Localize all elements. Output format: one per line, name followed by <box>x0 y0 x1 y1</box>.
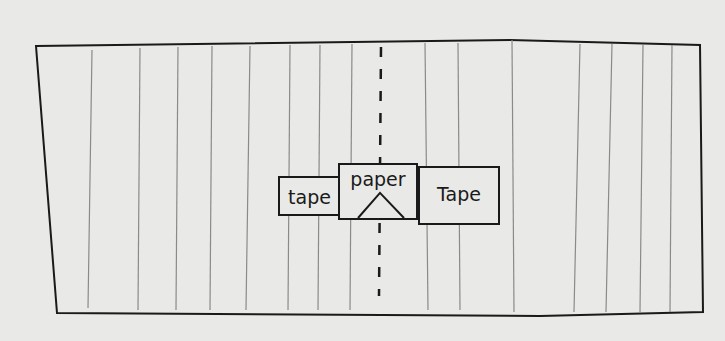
box-label: paper <box>348 169 407 190</box>
box-label: tape <box>286 187 333 208</box>
tape-box: Tape <box>418 166 500 225</box>
tape-box: tape <box>278 176 341 216</box>
pencil-lines <box>88 40 672 312</box>
box-label: Tape <box>435 184 483 205</box>
paper-box: paper <box>338 163 418 220</box>
sheet-outline <box>36 40 703 316</box>
